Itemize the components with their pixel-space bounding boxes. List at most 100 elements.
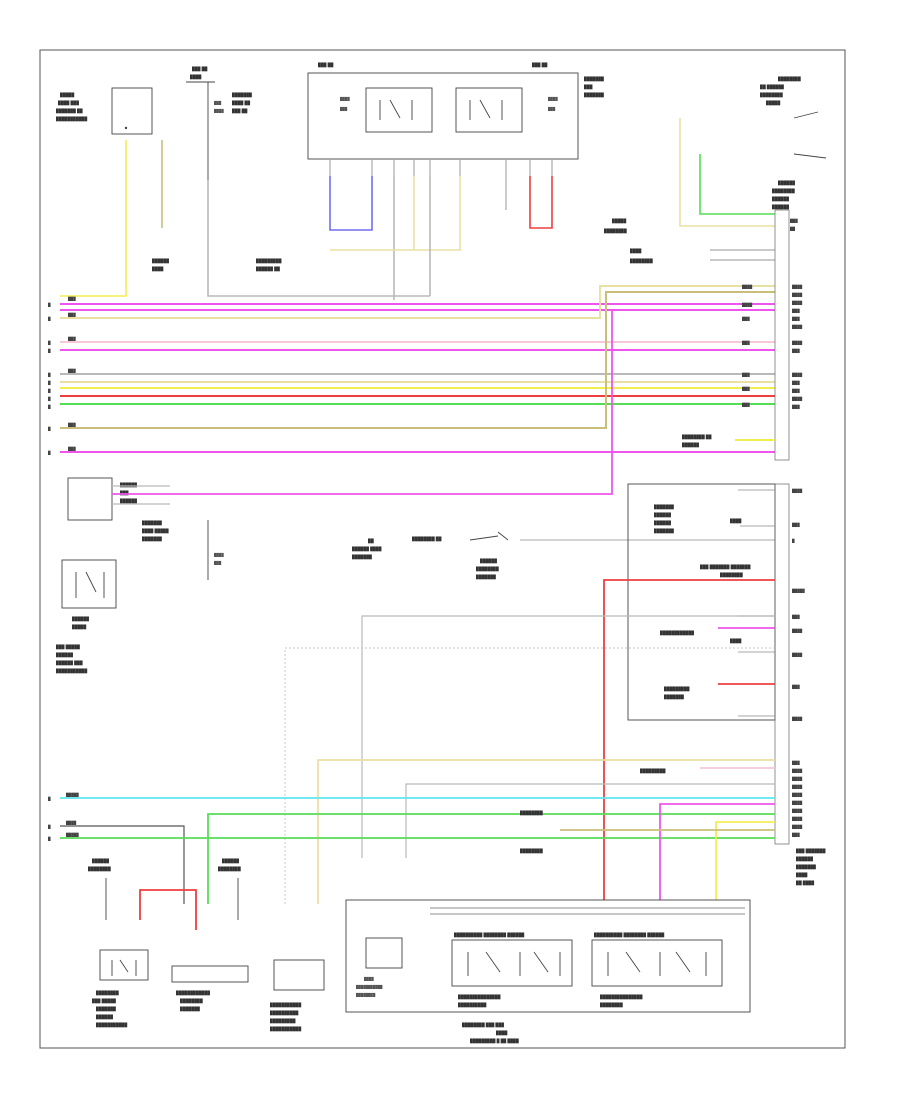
svg-text:█: █: [48, 450, 51, 456]
relay-box-top: ████ ███ ████ ███ ███ ██ ███ ██ ███████ …: [307, 62, 604, 160]
svg-text:████: ████: [214, 108, 224, 114]
svg-text:█████████: █████████: [664, 686, 690, 692]
svg-text:████: ████: [792, 628, 803, 634]
sensor-component-top-left: █████ ████ ███ ███████ ██ ███████████: [56, 87, 153, 135]
svg-text:█: █: [48, 388, 51, 394]
bus-wire-olive: [60, 291, 775, 429]
svg-text:█: █: [48, 348, 51, 354]
svg-text:█: █: [48, 380, 51, 386]
svg-text:████ ███: ████ ███: [58, 100, 79, 106]
svg-text:████████: ████████: [476, 566, 499, 572]
svg-text:████: ████: [792, 340, 803, 346]
svg-text:███████: ███████: [96, 1006, 116, 1012]
right-connector-labels: ██████ ████████ ██████ ██████ ███ ██: [772, 180, 798, 232]
top-wire-stubs: [329, 160, 553, 210]
svg-text:█████████: █████████: [256, 258, 282, 264]
svg-text:██████████ ████████ ██████: ██████████ ████████ ██████: [454, 932, 524, 938]
svg-text:███: ███: [790, 218, 798, 224]
svg-text:████: ████: [792, 800, 803, 806]
svg-text:██████: ██████: [120, 498, 137, 504]
svg-text:█████: █████: [60, 92, 74, 98]
svg-text:█████████: █████████: [640, 768, 666, 774]
svg-text:████: ████: [214, 552, 224, 558]
bus-wire-tan-1: [60, 285, 775, 319]
svg-text:████████: ████████: [218, 866, 241, 872]
svg-text:████: ████: [792, 292, 803, 298]
svg-text:████████████: ████████████: [176, 990, 210, 996]
svg-text:███████: ███████: [796, 864, 816, 870]
svg-text:███ █████: ███ █████: [92, 998, 116, 1004]
svg-text:████ █████: ████ █████: [142, 528, 169, 534]
svg-text:██████: ██████: [72, 616, 89, 622]
svg-text:███████: ███████: [654, 504, 674, 510]
svg-text:████: ████: [340, 96, 350, 102]
svg-text:██████: ██████: [92, 858, 109, 864]
svg-text:██████: ██████: [120, 482, 137, 488]
svg-text:████ ██: ████ ██: [232, 100, 250, 106]
svg-text:█████████: █████████: [270, 1018, 296, 1024]
svg-text:████████: ████████: [88, 866, 111, 872]
svg-text:███████████: ███████████: [96, 1022, 127, 1028]
svg-text:██████: ██████: [480, 558, 497, 564]
svg-text:██████: ██████: [654, 512, 671, 518]
bottom-right-module: ████ ███████████ ████████ ██████████ ███…: [345, 899, 751, 1044]
svg-text:███: ███: [792, 832, 800, 838]
svg-text:███ ██: ███ ██: [232, 108, 247, 114]
svg-text:██████ ████: ██████ ████: [352, 546, 382, 552]
svg-text:███████████████: ███████████████: [458, 994, 501, 1000]
right-connector-column-2: ███████ ██████ ███████ ███████ ████ ████…: [774, 483, 826, 886]
wire-pink-lower: [659, 803, 775, 900]
svg-text:████: ████: [792, 716, 803, 722]
svg-text:███ █████: ███ █████: [56, 644, 80, 650]
svg-text:███: ███: [68, 446, 76, 452]
svg-text:███████████: ███████████: [270, 1002, 301, 1008]
svg-text:████████: ████████: [772, 188, 795, 194]
svg-text:███████████████: ███████████████: [600, 994, 643, 1000]
bus-side-pins: ██ ██ ██ ██ ██ █ ██████ ██████ ██████: [48, 296, 76, 456]
wire-gray-left-switch: [112, 485, 170, 505]
svg-text:███: ███: [742, 402, 750, 408]
wire-tan-lower: [317, 759, 775, 904]
svg-text:██████: ██████: [152, 258, 169, 264]
svg-text:████: ████: [152, 266, 164, 272]
svg-text:███: ███: [792, 522, 800, 528]
svg-text:██: ██: [790, 226, 796, 232]
svg-text:████: ████: [792, 488, 803, 494]
svg-text:███: ███: [120, 490, 129, 496]
svg-text:██████ ███: ██████ ███: [56, 660, 83, 666]
svg-text:███████: ███████: [142, 536, 162, 542]
svg-text:████: ████: [792, 824, 803, 830]
svg-text:████: ████: [496, 1030, 508, 1036]
svg-text:████: ████: [364, 976, 374, 982]
svg-text:███: ███: [792, 348, 800, 354]
svg-text:███: ███: [584, 84, 593, 90]
svg-text:████: ████: [792, 300, 803, 306]
svg-text:█: █: [792, 538, 795, 544]
svg-text:████████ ██: ████████ ██: [682, 434, 712, 440]
lower-wires: [60, 579, 775, 930]
fuse-label-top: ███ ██ ████ ███ ████ ███████ ████ ██ ███…: [186, 66, 252, 180]
svg-text:███ ███████: ███ ███████: [796, 848, 826, 854]
svg-text:██████: ██████: [796, 856, 813, 862]
svg-text:████: ████: [792, 808, 803, 814]
bottom-left-components: ██████ ████████ ████████ ███ █████ █████…: [88, 858, 325, 1032]
svg-text:█: █: [48, 372, 51, 378]
svg-text:███████: ███████: [142, 520, 162, 526]
wire-pink-to-left-switch: [112, 310, 613, 495]
svg-text:████: ████: [742, 302, 753, 308]
svg-text:█: █: [48, 836, 51, 842]
svg-text:███ ███████ ███████: ███ ███████ ███████: [700, 564, 751, 570]
wire-gray-mid: [393, 176, 431, 300]
wire-red-lower-left: [139, 889, 197, 930]
svg-text:███ ██: ███ ██: [532, 62, 547, 68]
svg-text:████████: ████████: [180, 998, 203, 1004]
svg-text:█: █: [48, 396, 51, 402]
svg-text:████: ████: [792, 768, 803, 774]
svg-text:████████ ███ ███: ████████ ███ ███: [462, 1022, 504, 1028]
svg-text:███: ███: [68, 312, 76, 318]
switch-component-middle: ██ ██████ ████ ███████ ████████ ██ █████…: [352, 531, 775, 580]
svg-text:██████: ██████: [772, 204, 789, 210]
svg-text:████: ████: [792, 396, 803, 402]
wire-green-1: [207, 813, 775, 904]
